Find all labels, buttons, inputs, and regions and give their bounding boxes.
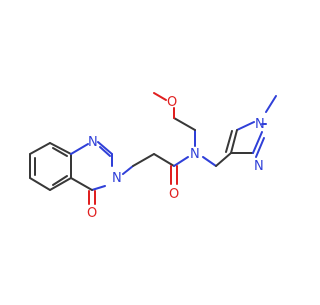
benzene-ring: [29, 142, 72, 191]
atom-o-ring-label: O: [87, 206, 97, 221]
atom-n3-label: N: [112, 171, 122, 186]
pyrazole-ring: [225, 95, 277, 158]
pyrimidinone-ring: [70, 141, 113, 205]
methoxyethyl-arm: [153, 92, 196, 147]
atom-amide-o-label: O: [169, 187, 179, 202]
atom-pyrazole-n2-label: N: [254, 159, 264, 174]
structure-svg: N N O N O O N N: [29, 92, 277, 221]
atom-methoxy-o-label: O: [167, 95, 177, 110]
atom-pyrazole-n1-label: N: [255, 117, 265, 132]
atom-n1-label: N: [88, 135, 98, 150]
methylene-link: [202, 152, 232, 167]
atom-amide-n-label: N: [190, 147, 200, 162]
propanoyl-chain: [122, 153, 189, 185]
molecule-diagram: N N O N O O N N: [29, 92, 277, 221]
